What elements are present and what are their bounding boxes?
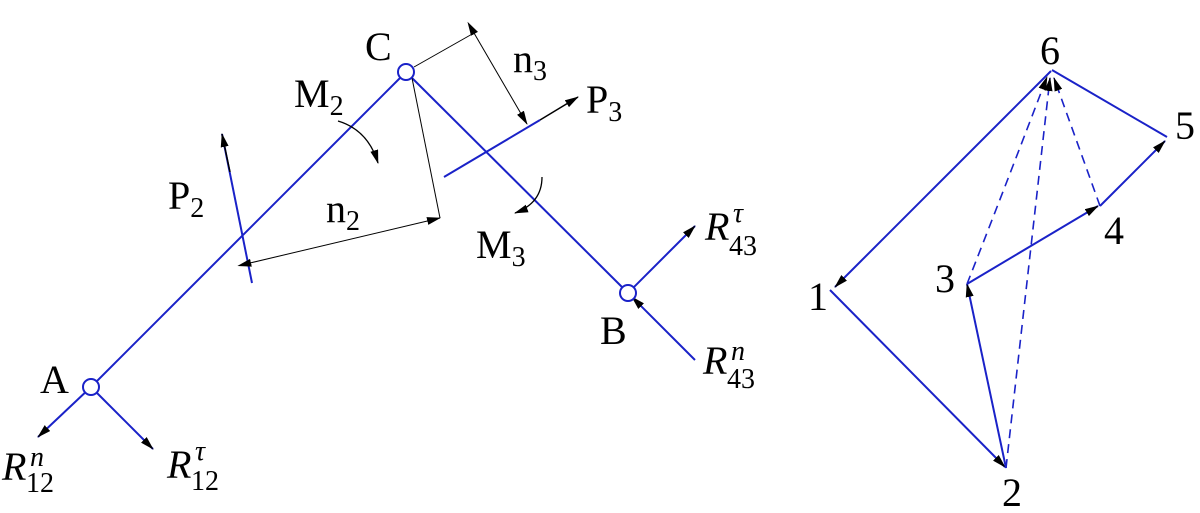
p3-arrow — [539, 96, 579, 121]
dashed-2-6 — [1005, 77, 1053, 469]
svg-text:τ: τ — [195, 436, 206, 467]
label-m3: M3 — [476, 222, 526, 273]
r12t-arrow — [90, 386, 154, 450]
svg-text:43: 43 — [729, 231, 757, 262]
side-6-1 — [834, 70, 1052, 288]
label-c: C — [365, 24, 392, 69]
label-r43n: R n 43 — [702, 336, 755, 395]
m2-moment-arrow — [337, 120, 379, 164]
dashed-3-6 — [966, 76, 1048, 285]
r43n-arrow — [631, 296, 696, 361]
label-r12n: R n 12 — [1, 442, 54, 499]
p2-arrow — [220, 133, 231, 173]
n2-extension — [411, 77, 441, 219]
label-m2: M2 — [294, 71, 344, 122]
svg-text:R: R — [166, 442, 191, 487]
side-4-5 — [1099, 140, 1166, 207]
joint-a — [82, 378, 100, 396]
label-b: B — [600, 308, 627, 353]
label-r12t: R τ 12 — [166, 436, 219, 497]
link-cb — [405, 71, 629, 294]
side-5-6 — [1051, 69, 1168, 138]
label-a: A — [40, 357, 69, 402]
r12n-arrow — [37, 386, 92, 438]
svg-text:n: n — [731, 336, 745, 367]
r43t-arrow — [627, 225, 696, 294]
p3-action-line — [443, 119, 541, 178]
point-label-3: 3 — [935, 256, 955, 301]
svg-text:43: 43 — [727, 364, 755, 395]
label-r43t: R τ 43 — [704, 198, 757, 262]
svg-text:τ: τ — [733, 198, 744, 229]
point-label-4: 4 — [1104, 208, 1124, 253]
label-p2: P2 — [168, 173, 204, 224]
n3-dimension — [467, 21, 528, 125]
svg-text:12: 12 — [26, 468, 54, 499]
dashed-4-6 — [1053, 77, 1101, 207]
point-label-2: 2 — [1002, 470, 1022, 513]
side-2-3 — [965, 283, 1007, 469]
n3-extension — [413, 32, 475, 68]
m3-moment-arrow — [514, 176, 543, 214]
point-label-5: 5 — [1175, 103, 1195, 148]
point-label-1: 1 — [808, 274, 828, 319]
point-label-6: 6 — [1040, 28, 1060, 73]
svg-text:12: 12 — [191, 466, 219, 497]
svg-text:R: R — [702, 338, 727, 383]
n2-dimension — [237, 217, 441, 267]
side-1-2 — [829, 289, 1006, 468]
joint-c — [397, 63, 415, 81]
label-n3: n3 — [513, 36, 547, 87]
label-p3: P3 — [586, 77, 622, 128]
joint-b — [619, 284, 637, 302]
side-3-4 — [966, 205, 1099, 285]
mechanism: A C B M2 M3 P2 P3 n2 n3 R n 12 R τ 12 R … — [1, 21, 757, 499]
force-polygon: 1 2 3 4 5 6 — [808, 28, 1195, 513]
svg-text:R: R — [1, 444, 26, 489]
svg-text:n: n — [30, 442, 44, 473]
svg-text:R: R — [704, 204, 729, 249]
label-n2: n2 — [326, 186, 360, 237]
